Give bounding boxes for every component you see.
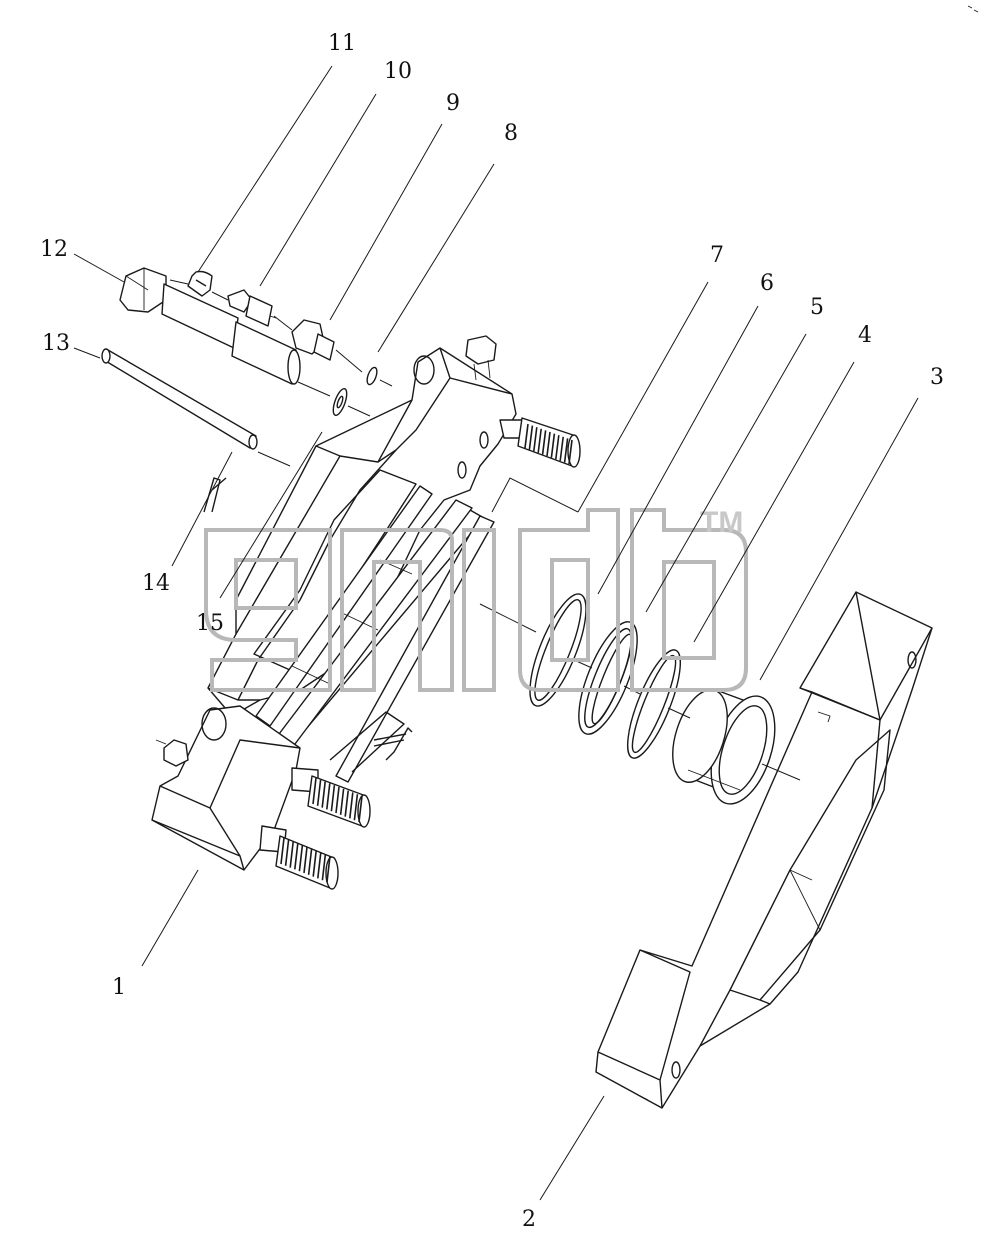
thread-line — [563, 438, 569, 463]
callout-6: 6 — [760, 271, 774, 296]
alignment-lines — [169, 279, 801, 781]
part-3-piston — [672, 689, 776, 805]
thread-line — [533, 427, 538, 452]
thread-line — [326, 855, 331, 883]
thread-line — [358, 795, 363, 823]
thread-line — [349, 792, 354, 819]
callout-12: 12 — [40, 237, 68, 262]
thread-line — [303, 846, 308, 874]
thread-line — [335, 786, 340, 814]
thread-line — [559, 436, 564, 461]
callout-14: 14 — [142, 571, 170, 596]
callout-15: 15 — [196, 611, 224, 636]
thread-line — [555, 435, 560, 460]
callout-7: 7 — [710, 243, 724, 268]
watermark-trademark: TM — [700, 506, 743, 539]
callout-2: 2 — [522, 1207, 536, 1232]
callout-4: 4 — [858, 323, 872, 348]
callout-11: 11 — [328, 31, 356, 56]
part-14-clip — [203, 477, 227, 513]
thread-line — [339, 788, 345, 815]
callout-9: 9 — [446, 91, 460, 116]
thread-line — [321, 854, 327, 881]
thread-line — [528, 425, 534, 450]
thread-line — [289, 841, 294, 868]
part-12-bolt — [119, 267, 301, 385]
callout-13: 13 — [42, 331, 70, 356]
watermark: TM — [204, 506, 748, 692]
part-10-bleeder-screw — [227, 289, 277, 327]
callout-5: 5 — [810, 295, 824, 320]
thread-line — [330, 785, 336, 812]
thread-line — [312, 850, 317, 877]
corner-mark — [967, 5, 979, 13]
part-11-cap — [187, 270, 213, 297]
bolt-washer — [332, 388, 348, 416]
callout-labels: 1 2 3 4 5 6 7 8 9 10 11 12 13 14 15 — [40, 31, 944, 1232]
thread-line — [344, 790, 349, 817]
part-8-small-washer — [366, 366, 378, 386]
thread-line — [546, 431, 551, 457]
callout-leaders — [73, 65, 919, 1201]
part-13-guide-pin — [101, 348, 258, 450]
thread-line — [312, 777, 317, 805]
thread-line — [280, 837, 285, 865]
part-6-washer — [529, 593, 587, 707]
thread-line — [316, 779, 322, 806]
callout-3: 3 — [930, 365, 944, 390]
thread-line — [294, 843, 299, 870]
thread-line — [541, 430, 547, 455]
thread-line — [550, 433, 556, 458]
thread-line — [537, 428, 542, 453]
thread-line — [326, 783, 331, 810]
thread-line — [298, 845, 304, 872]
callout-10: 10 — [384, 59, 412, 84]
callout-8: 8 — [504, 121, 518, 146]
thread-line — [353, 794, 359, 821]
thread-line — [568, 439, 573, 465]
thread-line — [284, 839, 290, 866]
part-2-caliper-bracket — [595, 591, 933, 1109]
part-9-fitting — [291, 319, 335, 361]
callout-1: 1 — [112, 975, 126, 1000]
part-4-ring — [626, 649, 682, 759]
thread-line — [307, 848, 313, 875]
thread-line — [321, 781, 326, 808]
thread-line — [317, 852, 322, 879]
thread-line — [524, 423, 529, 449]
